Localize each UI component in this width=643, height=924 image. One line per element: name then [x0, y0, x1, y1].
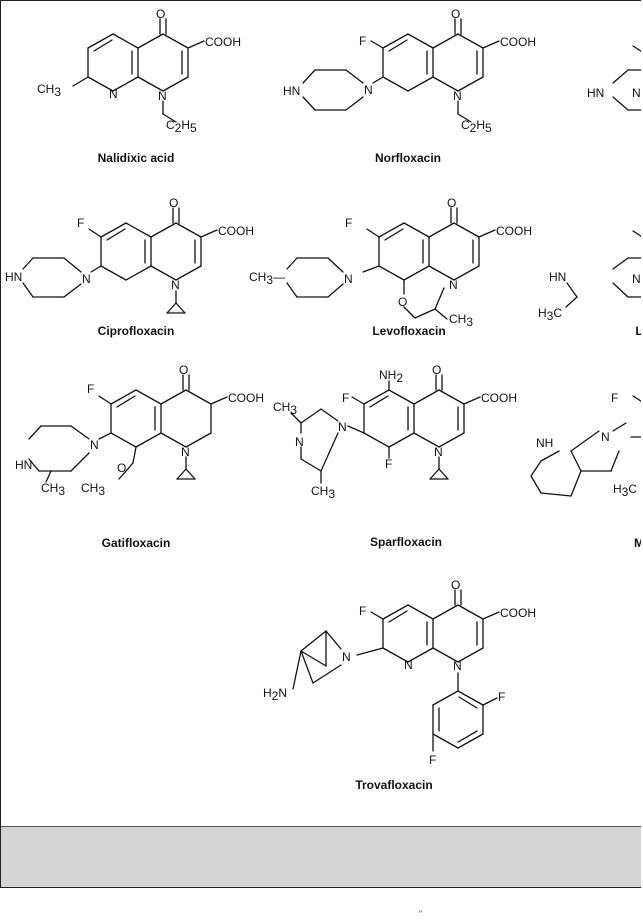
methyl-group: CH3—	[249, 270, 285, 287]
nitrogen-atom: N	[449, 278, 458, 292]
carboxyl-group: COOH	[500, 35, 536, 49]
oxygen-atom: O	[117, 461, 126, 475]
structure-sparfloxacin: O COOH NH2 F F N N N CH3 CH3 Sparfloxaci…	[273, 363, 517, 549]
methyl-group: CH3	[449, 312, 473, 329]
methyl-group: CH3	[81, 481, 105, 498]
carboxyl-group: COOH	[496, 224, 532, 238]
structure-partial-bottom-right: NH N F H3C M	[530, 391, 641, 550]
structure-trovafloxacin: O COOH F N N N H2N F F Trovafloxacin	[263, 578, 536, 792]
carboxyl-group: COOH	[218, 224, 254, 238]
cut-compound-name: L	[635, 324, 641, 338]
nitrogen-atom: N	[344, 272, 353, 286]
cut-compound-name: M	[634, 536, 641, 550]
nitrogen-atom: N	[82, 272, 91, 286]
nitrogen-atom: N	[158, 89, 167, 103]
carboxyl-group: COOH	[481, 391, 517, 405]
fluorine-atom: F	[498, 690, 505, 704]
amine-group: HN	[15, 458, 32, 472]
compound-name: Nalidixic acid	[98, 151, 175, 165]
oxygen-atom: O	[169, 196, 178, 210]
methyl-group: CH3	[41, 481, 65, 498]
fluorine-atom: F	[429, 753, 436, 767]
amine-group: HN	[5, 270, 22, 284]
carboxyl-group: COOH	[228, 391, 264, 405]
carboxyl-group: COOH	[205, 35, 241, 49]
nitrogen-atom: N	[434, 445, 443, 459]
ethyl-group: C2H5	[166, 118, 197, 135]
nitrogen-atom: N	[632, 272, 641, 286]
nitrogen-atom: N	[632, 86, 641, 100]
amino-group: NH2	[379, 368, 403, 385]
oxygen-atom: O	[451, 578, 460, 592]
fluorine-atom: F	[345, 216, 352, 230]
ethyl-group: C2H5	[461, 118, 492, 135]
compound-name: Norfloxacin	[375, 151, 441, 165]
fluorine-atom: F	[385, 457, 392, 471]
structure-partial-top-right: HN N	[587, 45, 641, 111]
oxygen-atom: O	[432, 363, 441, 377]
nitrogen-atom: N	[338, 420, 347, 434]
methyl-group: H3C	[613, 482, 637, 499]
compound-name: Levofloxacin	[372, 324, 445, 338]
nitrogen-atom: N	[364, 83, 373, 97]
nitrogen-atom: N	[453, 89, 462, 103]
nitrogen-atom: N	[342, 650, 351, 664]
structure-levofloxacin: O COOH F N CH3— N O CH3 Levofloxacin	[249, 196, 532, 338]
structure-nalidixic-acid: O COOH N N CH3 C2H5 Nalidixic acid	[37, 7, 241, 165]
nitrogen-atom: N	[171, 278, 180, 292]
methyl-group: CH3	[273, 400, 297, 417]
nitrogen-atom: N	[109, 87, 118, 101]
structure-ciprofloxacin: O COOH F N HN N Ciprofloxacin	[5, 196, 254, 338]
fluorine-atom: F	[342, 391, 349, 405]
amine-group: HN	[549, 270, 566, 284]
carboxyl-group: COOH	[500, 606, 536, 620]
fluorine-atom: F	[87, 382, 94, 396]
structure-partial-middle-right: HN N H3C L	[538, 230, 641, 338]
fluorine-atom: F	[359, 34, 366, 48]
nitrogen-atom: N	[295, 435, 304, 449]
structure-figure: O COOH N N CH3 C2H5 Nalidixic acid O C	[0, 0, 641, 888]
methyl-group: CH3	[311, 484, 335, 501]
compound-name: Ciprofloxacin	[98, 324, 175, 338]
fluorine-atom: F	[611, 391, 618, 405]
amine-group: HN	[587, 86, 604, 100]
structure-gatifloxacin: O COOH F N HN N CH3 O CH3 Gatifloxacin	[15, 363, 264, 550]
compound-name: Trovafloxacin	[355, 778, 432, 792]
fluorine-atom: F	[77, 216, 84, 230]
methyl-group: H3C	[538, 306, 562, 323]
compound-name: Sparfloxacin	[370, 535, 442, 549]
page-mark: "	[418, 909, 422, 919]
nitrogen-atom: N	[181, 445, 190, 459]
chemical-structures: O COOH N N CH3 C2H5 Nalidixic acid O C	[5, 7, 641, 792]
caption-band	[1, 826, 641, 887]
oxygen-atom: O	[398, 295, 407, 309]
oxygen-atom: O	[156, 7, 165, 21]
oxygen-atom: O	[179, 363, 188, 377]
amine-group: NH	[536, 436, 553, 450]
oxygen-atom: O	[451, 7, 460, 21]
amino-group: H2N	[263, 686, 287, 703]
amine-group: HN	[283, 84, 300, 98]
nitrogen-atom: N	[90, 438, 99, 452]
nitrogen-atom: N	[453, 659, 462, 673]
structure-norfloxacin: O COOH F N HN N C2H5 Norfloxacin	[283, 7, 536, 165]
nitrogen-atom: N	[601, 430, 610, 444]
compound-name: Gatifloxacin	[102, 536, 171, 550]
oxygen-atom: O	[447, 196, 456, 210]
fluorine-atom: F	[359, 604, 366, 618]
methyl-group: CH3	[37, 82, 61, 99]
nitrogen-atom: N	[404, 658, 413, 672]
